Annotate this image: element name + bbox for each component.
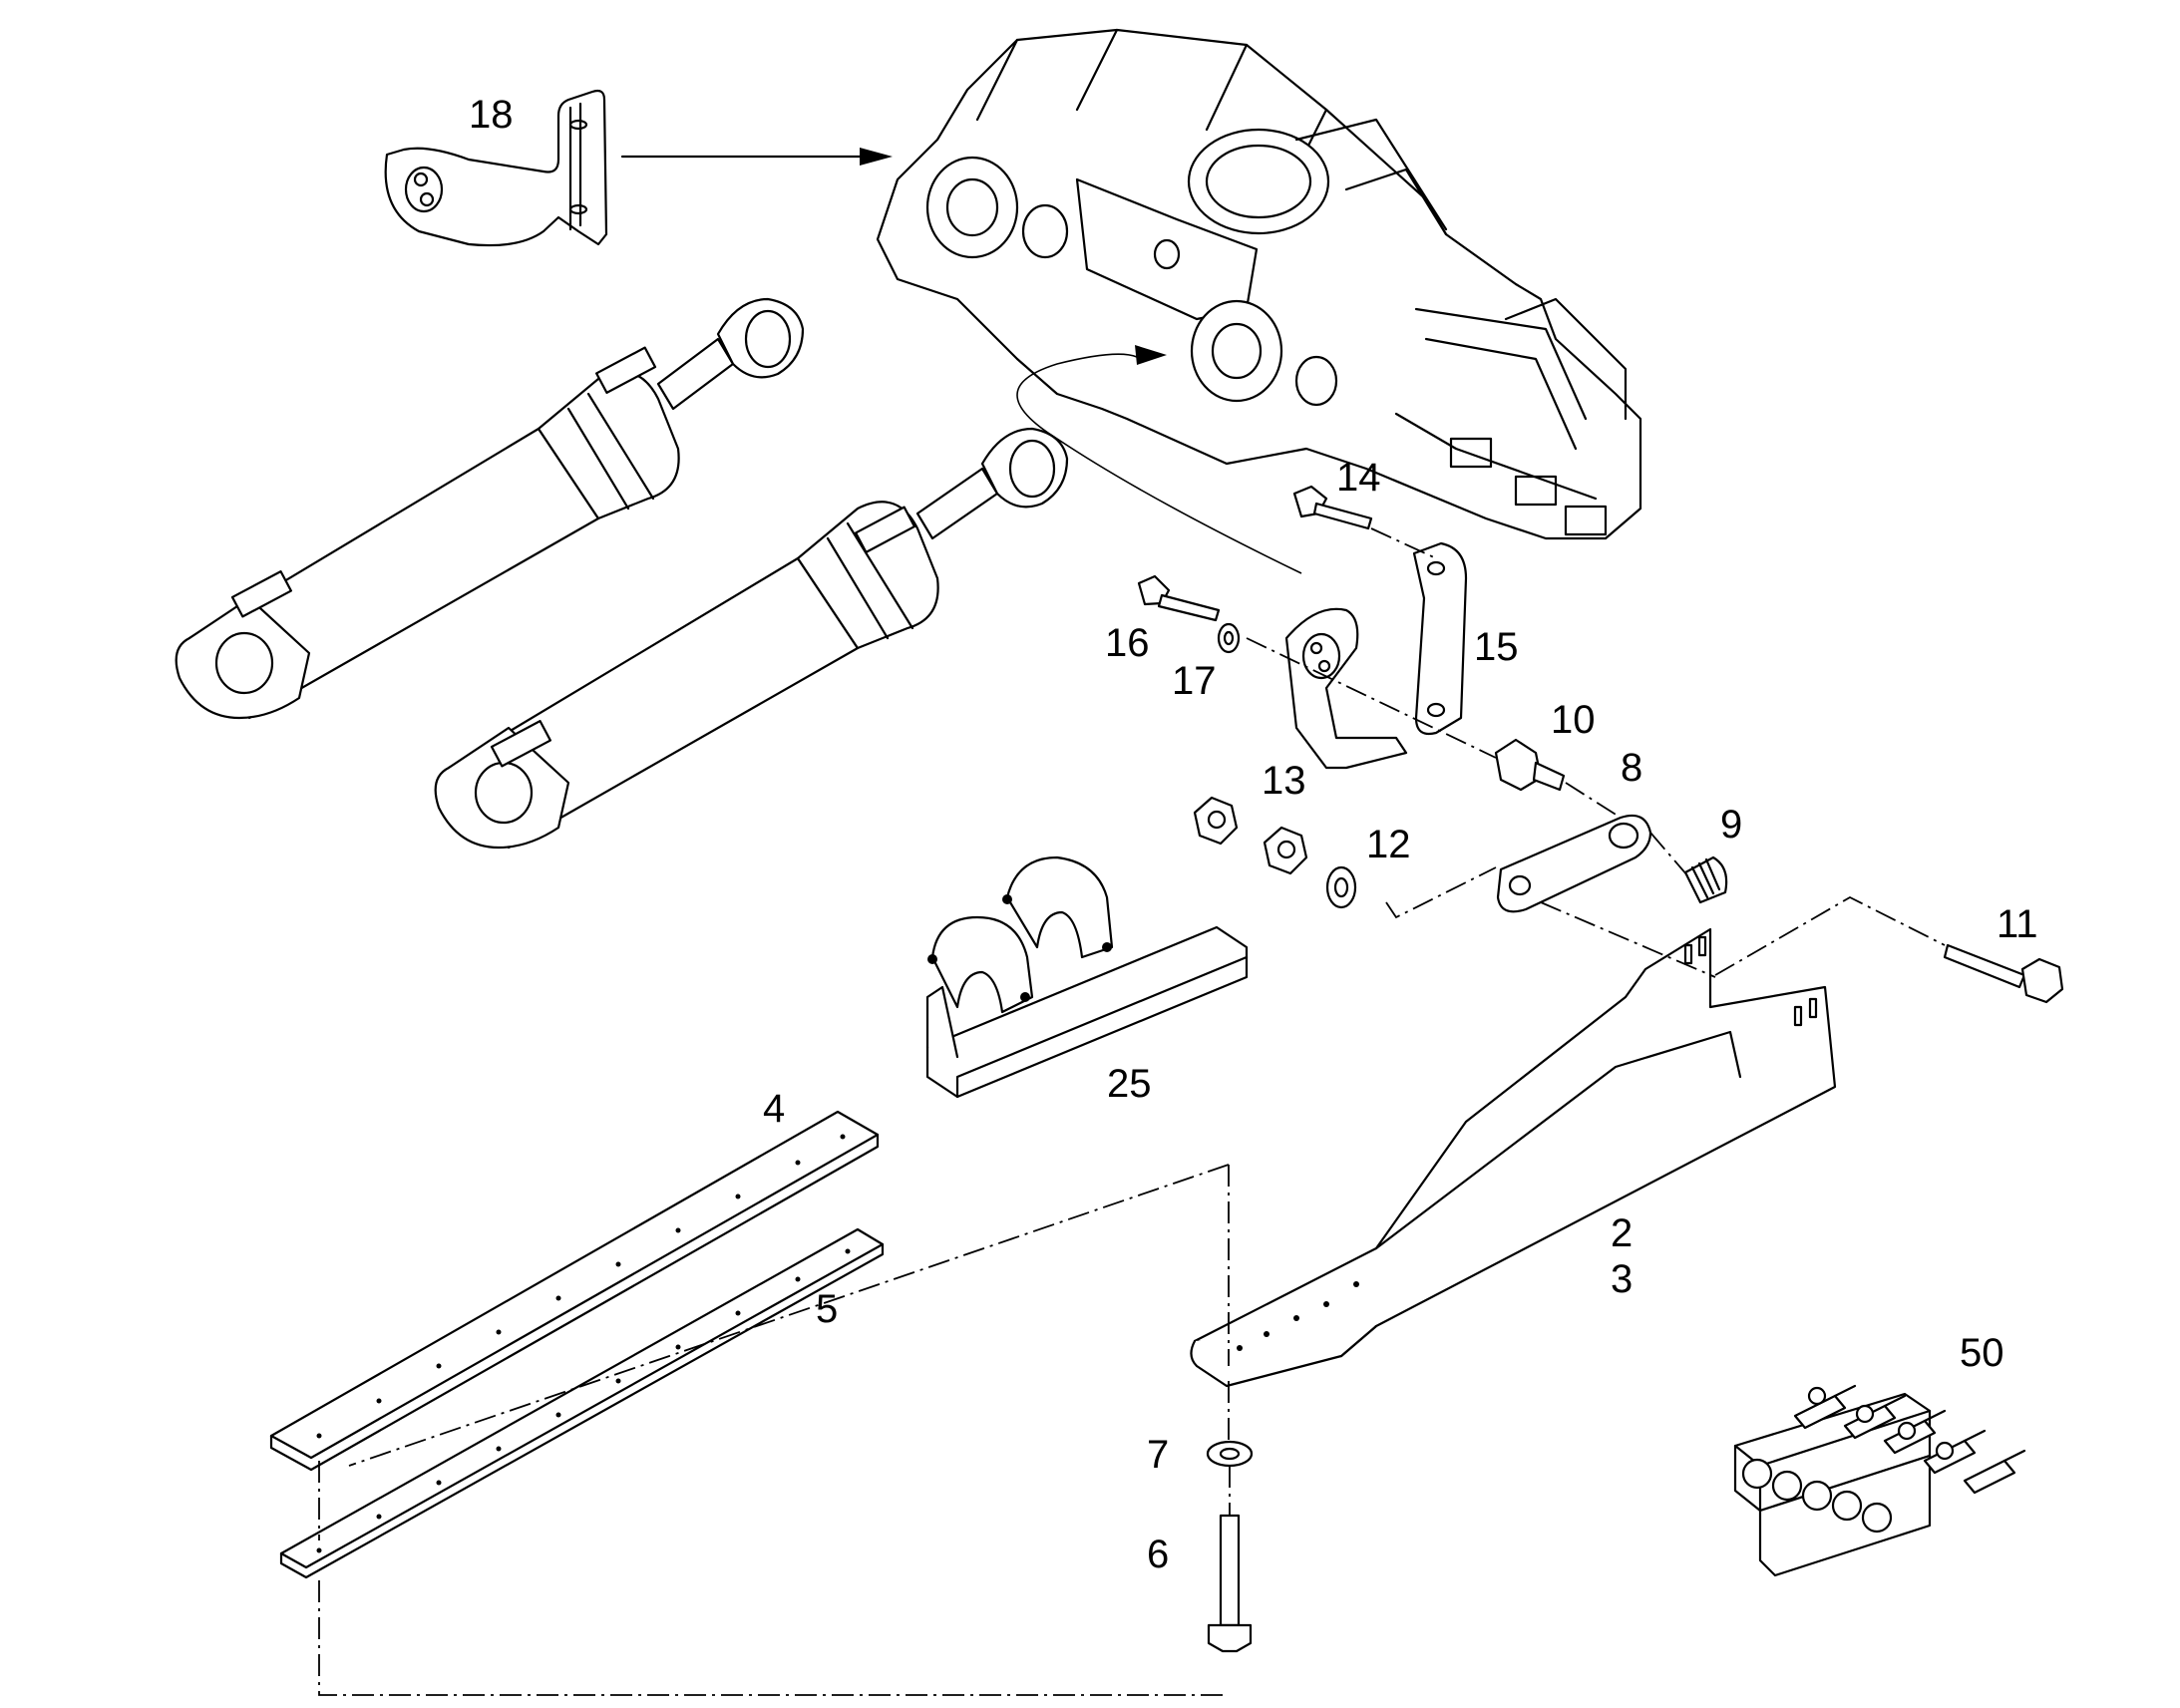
hydraulic-cylinder-lower xyxy=(434,427,1069,850)
part-14-bolt: 14 xyxy=(1292,456,1381,530)
callout-12: 12 xyxy=(1366,823,1411,866)
arrow-curve-to-boom xyxy=(1016,345,1302,574)
part-6-bolt: 6 xyxy=(1147,1514,1253,1653)
callout-16: 16 xyxy=(1105,621,1150,665)
callout-14: 14 xyxy=(1336,456,1381,500)
assembly-lines xyxy=(318,527,1946,1696)
callout-13: 13 xyxy=(1262,759,1306,803)
callout-11: 11 xyxy=(1997,902,2038,946)
mounting-plate xyxy=(1284,607,1408,770)
part-16-bolt: 16 xyxy=(1105,574,1221,665)
callout-50: 50 xyxy=(1960,1331,2004,1375)
callout-10: 10 xyxy=(1551,698,1596,742)
callout-3: 3 xyxy=(1611,1257,1633,1301)
part-9-spring: 9 xyxy=(1683,803,1742,904)
callout-17: 17 xyxy=(1172,659,1217,703)
callout-4: 4 xyxy=(763,1087,785,1131)
boom-structure xyxy=(876,28,1642,540)
part-11-bolt: 11 xyxy=(1943,902,2064,1004)
holes-4 xyxy=(316,1134,846,1439)
callout-18: 18 xyxy=(469,93,514,137)
holes-5 xyxy=(316,1248,851,1553)
part-8-link: 8 xyxy=(1496,746,1652,913)
part-10-fitting: 10 xyxy=(1494,698,1596,792)
callout-6: 6 xyxy=(1147,1533,1169,1576)
part-25-clamp: 25 xyxy=(925,855,1249,1106)
hydraulic-cylinder-upper xyxy=(175,297,805,720)
part-12-washer: 12 xyxy=(1325,823,1411,909)
part-50-lube-block: 50 xyxy=(1733,1331,2026,1577)
callout-2: 2 xyxy=(1611,1211,1633,1255)
callout-25: 25 xyxy=(1107,1062,1152,1106)
callout-15: 15 xyxy=(1474,625,1519,669)
part-17-washer: 17 xyxy=(1172,622,1241,703)
part-5-wear-strip: 5 xyxy=(279,1227,885,1579)
part-13-nuts: 13 xyxy=(1193,759,1308,875)
part-4-wear-strip: 4 xyxy=(269,1087,880,1472)
callout-9: 9 xyxy=(1720,803,1742,847)
part-7-washer: 7 xyxy=(1147,1433,1254,1477)
part-15-support: 15 xyxy=(1412,541,1519,736)
callout-5: 5 xyxy=(816,1287,838,1331)
callout-8: 8 xyxy=(1621,746,1642,790)
part-2-3-arm: 2 3 xyxy=(1190,927,1837,1388)
arrow-18-to-boom xyxy=(620,148,893,166)
callout-7: 7 xyxy=(1147,1433,1169,1477)
part-18-bracket: 18 xyxy=(384,89,608,247)
